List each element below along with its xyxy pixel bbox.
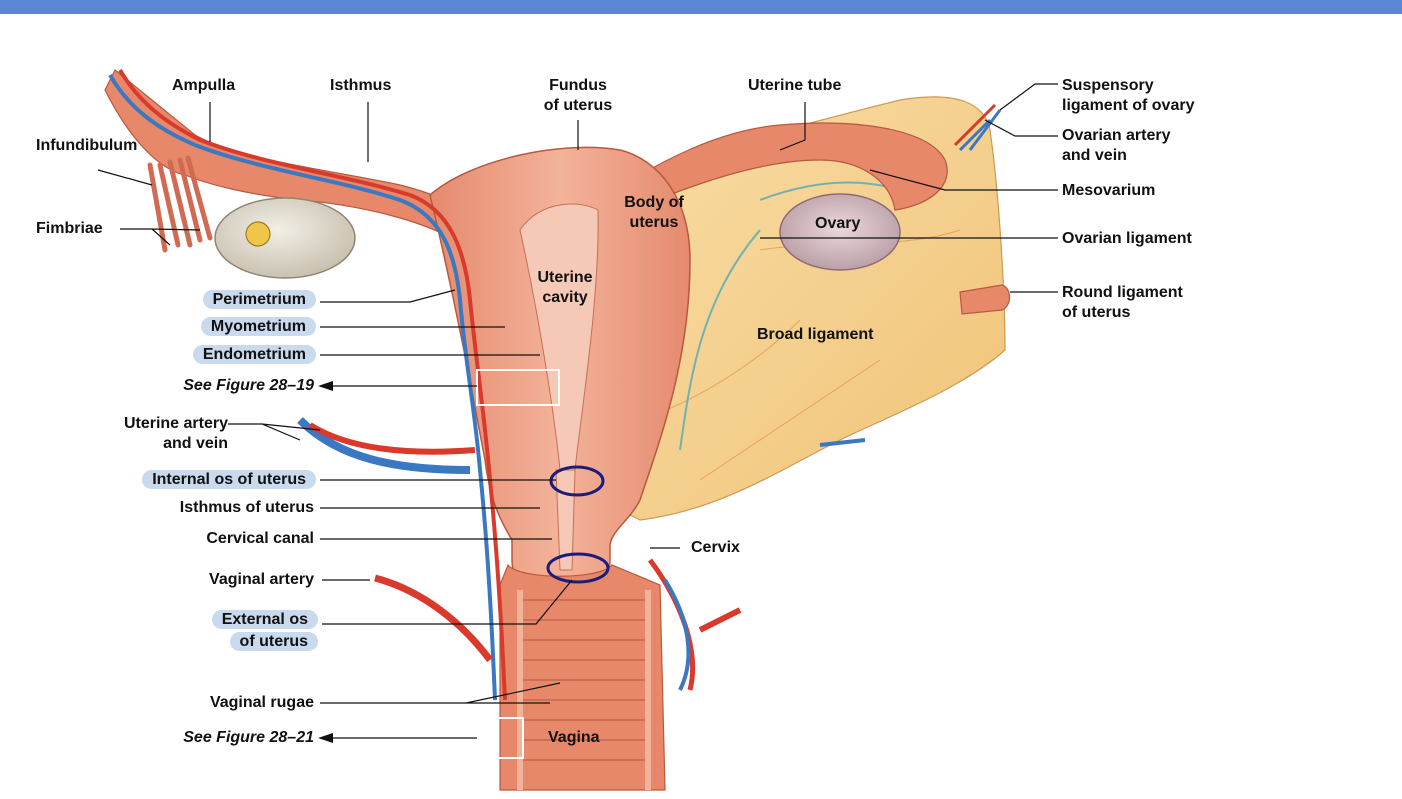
label-ovary: Ovary	[815, 215, 861, 232]
pointer-arrows	[318, 381, 477, 743]
label-ampulla: Ampulla	[172, 77, 236, 94]
label-ovarian-ligament: Ovarian ligament	[1062, 230, 1192, 247]
header-bar	[0, 0, 1402, 14]
label-mesovarium: Mesovarium	[1062, 182, 1156, 199]
label-vaginal-artery: Vaginal artery	[209, 571, 314, 588]
right-uterine-tube-shape	[598, 122, 948, 216]
label-vaginal-rugae: Vaginal rugae	[209, 694, 314, 711]
label-cervical-canal: Cervical canal	[206, 530, 314, 547]
label-cervix: Cervix	[691, 539, 740, 556]
label-perimetrium: Perimetrium	[186, 290, 316, 310]
label-myometrium: Myometrium	[172, 317, 316, 337]
label-see-figure-28-19: See Figure 28–19	[183, 377, 314, 394]
round-ligament-shape	[959, 284, 1011, 315]
annotation-circles	[546, 465, 610, 584]
label-uterine-tube: Uterine tube	[748, 77, 842, 94]
label-see-figure-28-21: See Figure 28–21	[183, 729, 314, 746]
label-infundibulum: Infundibulum	[36, 137, 138, 154]
label-external-os: External os of uterus	[190, 610, 318, 652]
blood-vessels	[108, 69, 1002, 701]
label-internal-os: Internal os of uterus	[112, 470, 316, 490]
vagina-shape	[499, 563, 666, 791]
leader-lines	[97, 83, 1058, 704]
label-isthmus-of-uterus: Isthmus of uterus	[179, 499, 314, 516]
label-vagina: Vagina	[548, 729, 600, 746]
label-endometrium: Endometrium	[172, 345, 316, 365]
label-broad-ligament: Broad ligament	[757, 326, 874, 343]
left-ovary-shape	[214, 197, 356, 279]
right-ovary-shape	[779, 193, 901, 271]
label-fimbriae: Fimbriae	[36, 220, 103, 237]
label-isthmus: Isthmus	[330, 77, 392, 94]
